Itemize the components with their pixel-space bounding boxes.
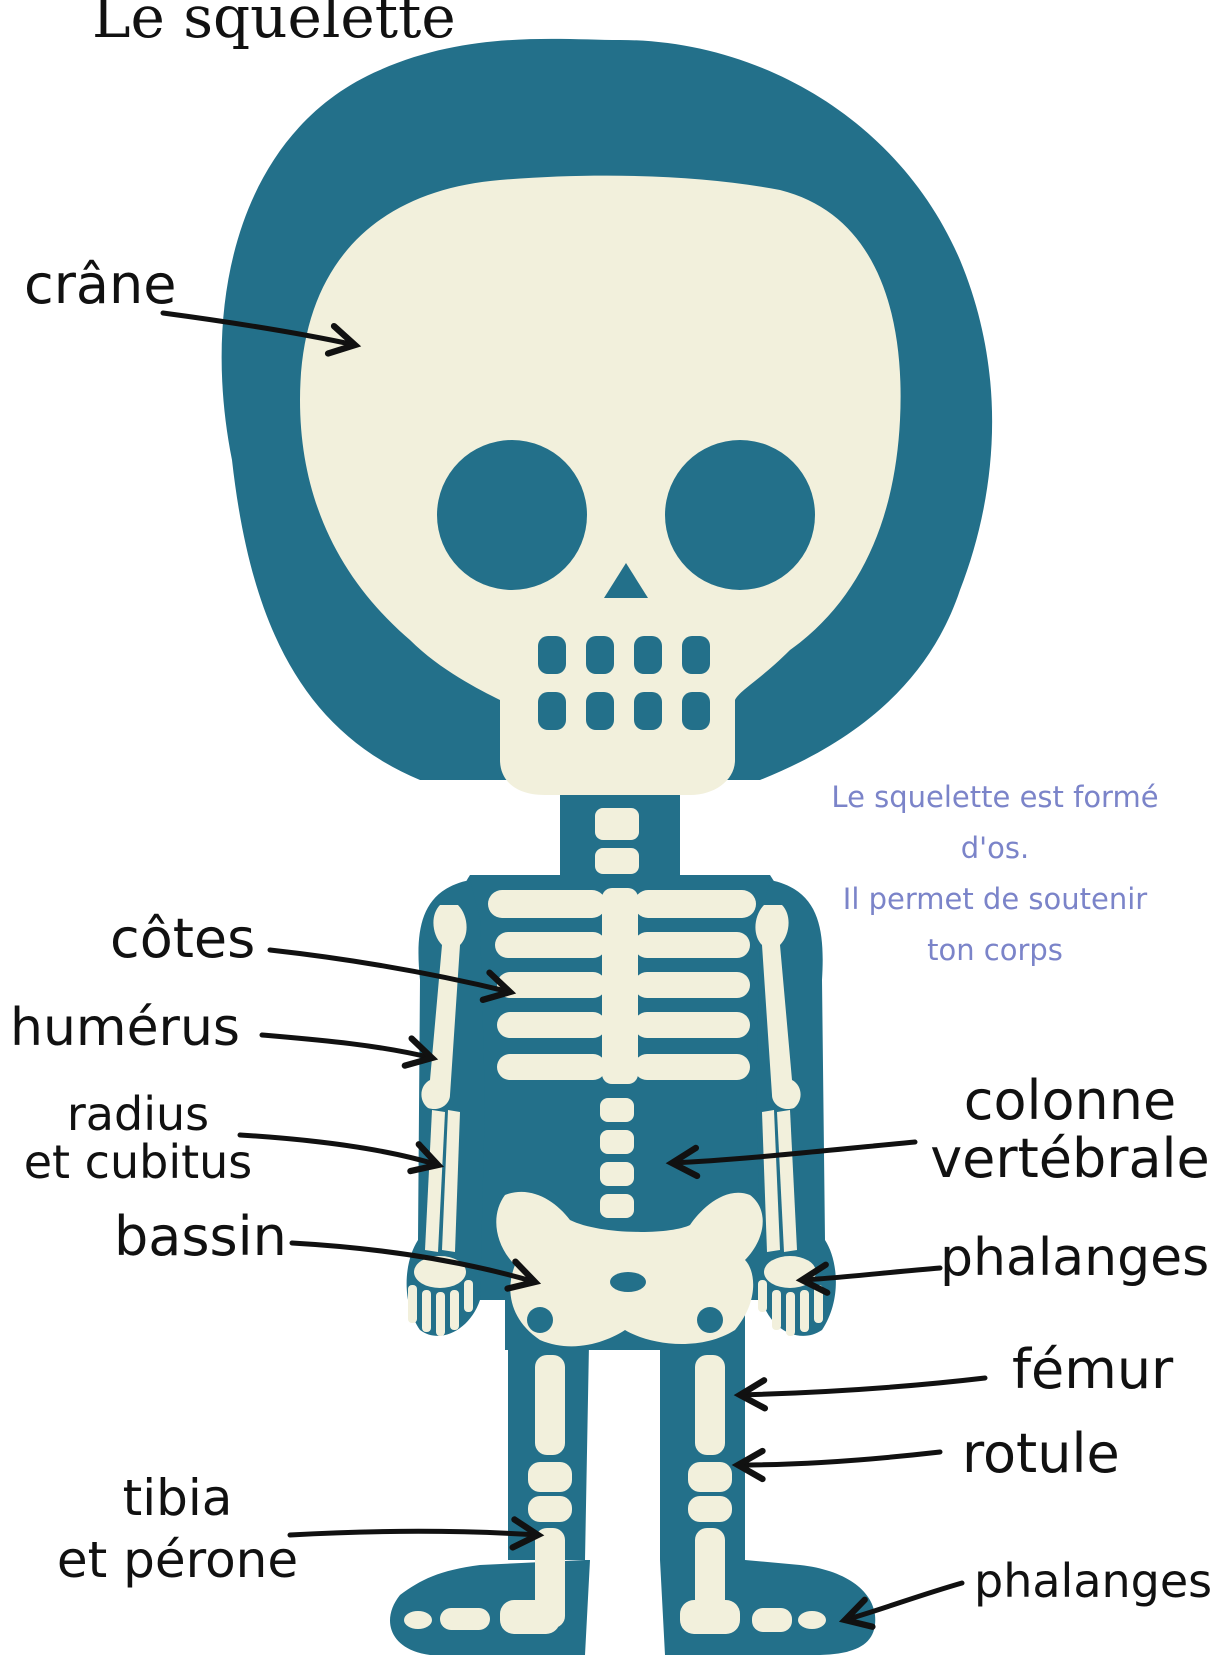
finger-bone	[436, 1292, 445, 1336]
label-radius-line1: radius	[18, 1090, 258, 1138]
note-line: d'os.	[820, 823, 1170, 874]
note-line: ton corps	[820, 925, 1170, 976]
info-note: Le squelette est formé d'os. Il permet d…	[820, 772, 1170, 976]
label-cotes: côtes	[110, 912, 255, 966]
arrow-humerus	[262, 1035, 432, 1058]
label-humerus: humérus	[10, 1002, 240, 1054]
hand-bone	[764, 1256, 816, 1288]
knee-bone-left	[528, 1496, 572, 1522]
label-femur: fémur	[1012, 1343, 1173, 1397]
knee-bone-right	[688, 1496, 732, 1522]
rib	[495, 932, 606, 958]
finger-bone	[772, 1290, 781, 1330]
tooth	[682, 636, 710, 674]
femur-bone-right	[695, 1355, 725, 1455]
toe-bone	[798, 1611, 826, 1629]
label-colonne: colonne vertébrale	[930, 1072, 1210, 1188]
femur-bone-left	[535, 1355, 565, 1455]
label-rotule: rotule	[962, 1427, 1120, 1481]
finger-bone	[450, 1290, 459, 1330]
label-radius-line2: et cubitus	[18, 1138, 258, 1186]
finger-bone	[814, 1285, 823, 1323]
note-line: Le squelette est formé	[820, 772, 1170, 823]
eye-socket-right	[665, 440, 815, 590]
label-tibia-line1: tibia	[55, 1467, 300, 1529]
label-crane: crâne	[24, 258, 176, 312]
pelvis-hole	[610, 1272, 646, 1292]
rib	[634, 1012, 750, 1038]
vertebra	[600, 1098, 634, 1122]
page-title: Le squelette	[92, 0, 456, 46]
arrow-tibia	[290, 1531, 538, 1535]
note-line: Il permet de soutenir	[820, 874, 1170, 925]
tooth	[682, 692, 710, 730]
foot-bone	[500, 1600, 560, 1634]
arrow-radius	[240, 1135, 438, 1165]
rib	[634, 972, 750, 998]
finger-bone	[464, 1280, 473, 1312]
foot-bone	[680, 1600, 740, 1634]
tooth	[634, 636, 662, 674]
pelvis-hole	[697, 1307, 723, 1333]
vertebra	[600, 1130, 634, 1154]
rib	[497, 1054, 606, 1080]
label-phalanges-foot: phalanges	[974, 1558, 1212, 1604]
tooth	[538, 636, 566, 674]
toe-bone	[404, 1611, 432, 1629]
rib	[497, 972, 606, 998]
finger-bone	[758, 1280, 767, 1312]
arrow-rotule	[738, 1452, 940, 1465]
knee-bone-left	[528, 1462, 572, 1492]
finger-bone	[408, 1285, 417, 1323]
foot-bone	[752, 1608, 792, 1632]
label-radius: radius et cubitus	[18, 1090, 258, 1186]
finger-bone	[800, 1290, 809, 1332]
label-tibia-line2: et pérone	[55, 1529, 300, 1591]
neck-vertebra	[595, 808, 639, 840]
label-phalanges-hand: phalanges	[940, 1232, 1209, 1284]
finger-bone	[422, 1290, 431, 1332]
rib	[488, 890, 606, 918]
finger-bone	[786, 1292, 795, 1336]
rib	[634, 932, 750, 958]
tooth	[586, 636, 614, 674]
arrow-femur	[740, 1378, 985, 1395]
neck-vertebra	[595, 848, 639, 874]
sternum	[602, 888, 638, 1084]
label-tibia: tibia et pérone	[55, 1467, 300, 1591]
label-colonne-line2: vertébrale	[930, 1130, 1210, 1188]
vertebra	[600, 1162, 634, 1186]
eye-socket-left	[437, 440, 587, 590]
rib	[634, 890, 756, 918]
vertebra	[600, 1194, 634, 1218]
tooth	[538, 692, 566, 730]
knee-bone-right	[688, 1462, 732, 1492]
rib	[497, 1012, 606, 1038]
pelvis-hole	[527, 1307, 553, 1333]
tooth	[634, 692, 662, 730]
label-colonne-line1: colonne	[930, 1072, 1210, 1130]
foot-bone	[440, 1608, 490, 1630]
rib	[634, 1054, 750, 1080]
label-bassin: bassin	[114, 1210, 287, 1264]
tooth	[586, 692, 614, 730]
